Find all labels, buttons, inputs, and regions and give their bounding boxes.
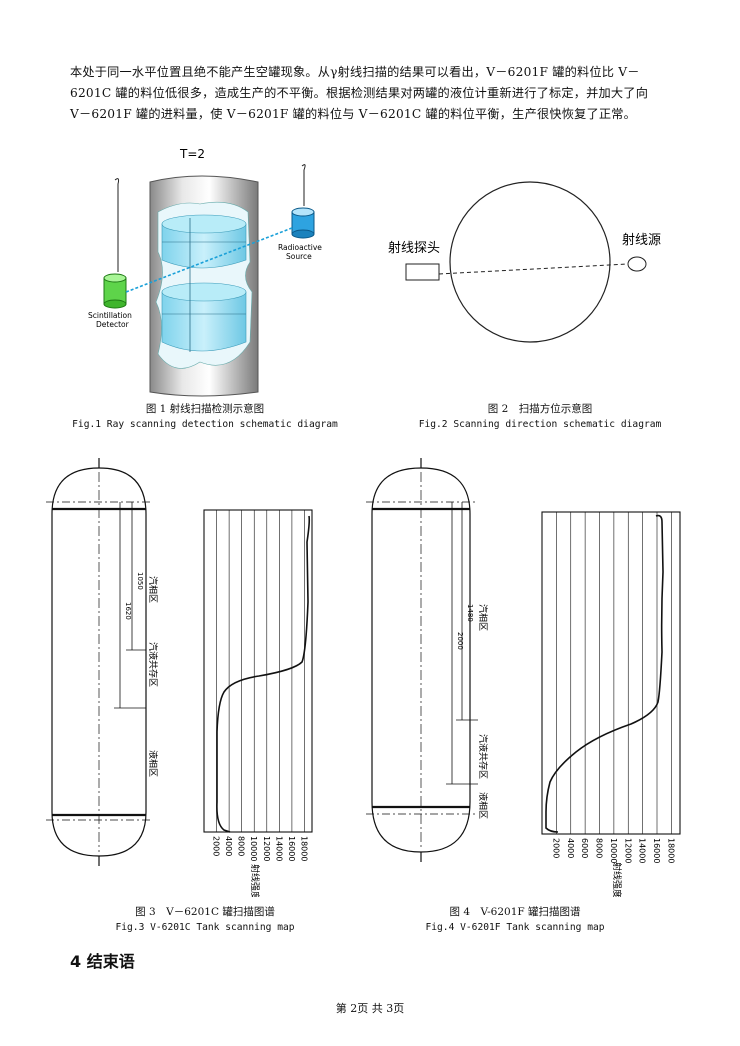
x-tick-label: 14000	[274, 836, 283, 861]
fig1-caption-cn: 图 1 射线扫描检测示意图	[145, 403, 265, 415]
tank-cross-section	[449, 181, 611, 343]
source-label: 射线源	[622, 232, 661, 248]
source-label-line1: Radioactive	[278, 243, 322, 252]
detector-label-line1: Scintillation	[88, 311, 132, 320]
fig3-caption: 图 3 V－6201C 罐扫描图谱 Fig.3 V-6201C Tank sca…	[60, 905, 350, 935]
fig2-caption-cn: 图 2 扫描方位示意图	[487, 403, 593, 415]
zone-gas-label: 汽相区	[147, 576, 159, 603]
dim-outer-label: 2000	[456, 632, 464, 650]
fig3-caption-cn: 图 3 V－6201C 罐扫描图谱	[135, 906, 275, 918]
chart-frame	[203, 509, 313, 833]
x-tick-label: 16000	[287, 836, 296, 861]
vessel-drawing	[46, 458, 152, 866]
probe-label: 射线探头	[388, 240, 440, 256]
fig1-top-label: T=2	[179, 147, 205, 161]
fig4-caption-en: Fig.4 V-6201F Tank scanning map	[425, 922, 605, 933]
x-tick-label: 10000	[609, 838, 618, 863]
fig4-caption: 图 4 V-6201F 罐扫描图谱 Fig.4 V-6201F Tank sca…	[370, 905, 660, 935]
zone-mix-label: 汽液共存区	[477, 734, 489, 779]
source-label-line2: Source	[286, 252, 312, 261]
x-tick-label: 18000	[299, 836, 308, 861]
x-tick-label: 2000	[551, 838, 560, 858]
x-tick-label: 18000	[666, 838, 675, 863]
page-footer: 第 2页 共 3页	[335, 1002, 405, 1015]
dim-outer-label: 1620	[124, 602, 132, 620]
x-tick-label: 2000	[212, 836, 221, 856]
probe-box	[405, 263, 440, 281]
x-tick-label: 8000	[595, 838, 604, 858]
section-heading: 4 结束语	[70, 952, 135, 971]
x-tick-label: 16000	[652, 838, 661, 863]
fig4-caption-cn: 图 4 V-6201F 罐扫描图谱	[449, 906, 581, 918]
radioactive-source-icon	[291, 207, 315, 239]
fig3-caption-en: Fig.3 V-6201C Tank scanning map	[115, 922, 295, 933]
x-tick-label: 14000	[638, 838, 647, 863]
zone-liquid-label: 液相区	[477, 792, 489, 819]
zone-liquid-label: 液相区	[147, 750, 159, 777]
zone-mix-label: 汽液共存区	[147, 642, 159, 687]
scan-curve	[545, 514, 664, 833]
paragraph-line: 6201C 罐的料位低很多，造成生产的不平衡。根据检测结果对两罐的液位计重新进行…	[70, 86, 649, 100]
fig2-caption-en: Fig.2 Scanning direction schematic diagr…	[418, 419, 662, 430]
figure-4-v6201f-scan: 2000 1480 汽相区 汽液共存区 液相区 2000 4000 6000 8000…	[366, 458, 681, 897]
scintillation-detector-icon	[103, 273, 127, 309]
dim-inner-label: 1480	[466, 604, 474, 622]
figure-1-ray-scanning: T=2 Scintillation Detector Radioactive S…	[88, 147, 322, 397]
vessel-drawing	[366, 458, 478, 862]
source-ellipse	[627, 256, 647, 272]
x-axis-label: 射线强度	[611, 862, 623, 897]
dim-inner-label: 1050	[136, 572, 144, 590]
detector-label-line2: Detector	[96, 320, 130, 329]
x-tick-label: 12000	[623, 838, 632, 863]
paragraph-line: V－6201F 罐的进料量，使 V－6201F 罐的料位与 V－6201C 罐的…	[70, 107, 637, 121]
fig2-caption: 图 2 扫描方位示意图 Fig.2 Scanning direction sch…	[395, 402, 685, 432]
zone-gas-label: 汽相区	[477, 604, 489, 631]
scan-curve	[216, 515, 311, 833]
x-tick-label: 6000	[580, 838, 589, 858]
x-tick-label: 4000	[566, 838, 575, 858]
x-tick-label: 12000	[262, 836, 271, 861]
figure-2-scanning-direction: 射线探头 射线源	[388, 181, 661, 343]
fig1-caption: 图 1 射线扫描检测示意图 Fig.1 Ray scanning detecti…	[60, 402, 350, 432]
x-tick-label: 10000	[249, 836, 258, 861]
x-tick-label: 4000	[224, 836, 233, 856]
x-axis-label: 射线强度	[249, 864, 261, 897]
scan-line	[438, 263, 629, 275]
paragraph-line: 本处于同一水平位置且绝不能产生空罐现象。从γ射线扫描的结果可以看出，V－6201…	[70, 65, 640, 79]
x-tick-label: 8000	[237, 836, 246, 856]
chart-frame	[541, 511, 681, 835]
fig1-caption-en: Fig.1 Ray scanning detection schematic d…	[72, 419, 338, 430]
body-paragraph: 本处于同一水平位置且绝不能产生空罐现象。从γ射线扫描的结果可以看出，V－6201…	[70, 62, 680, 125]
